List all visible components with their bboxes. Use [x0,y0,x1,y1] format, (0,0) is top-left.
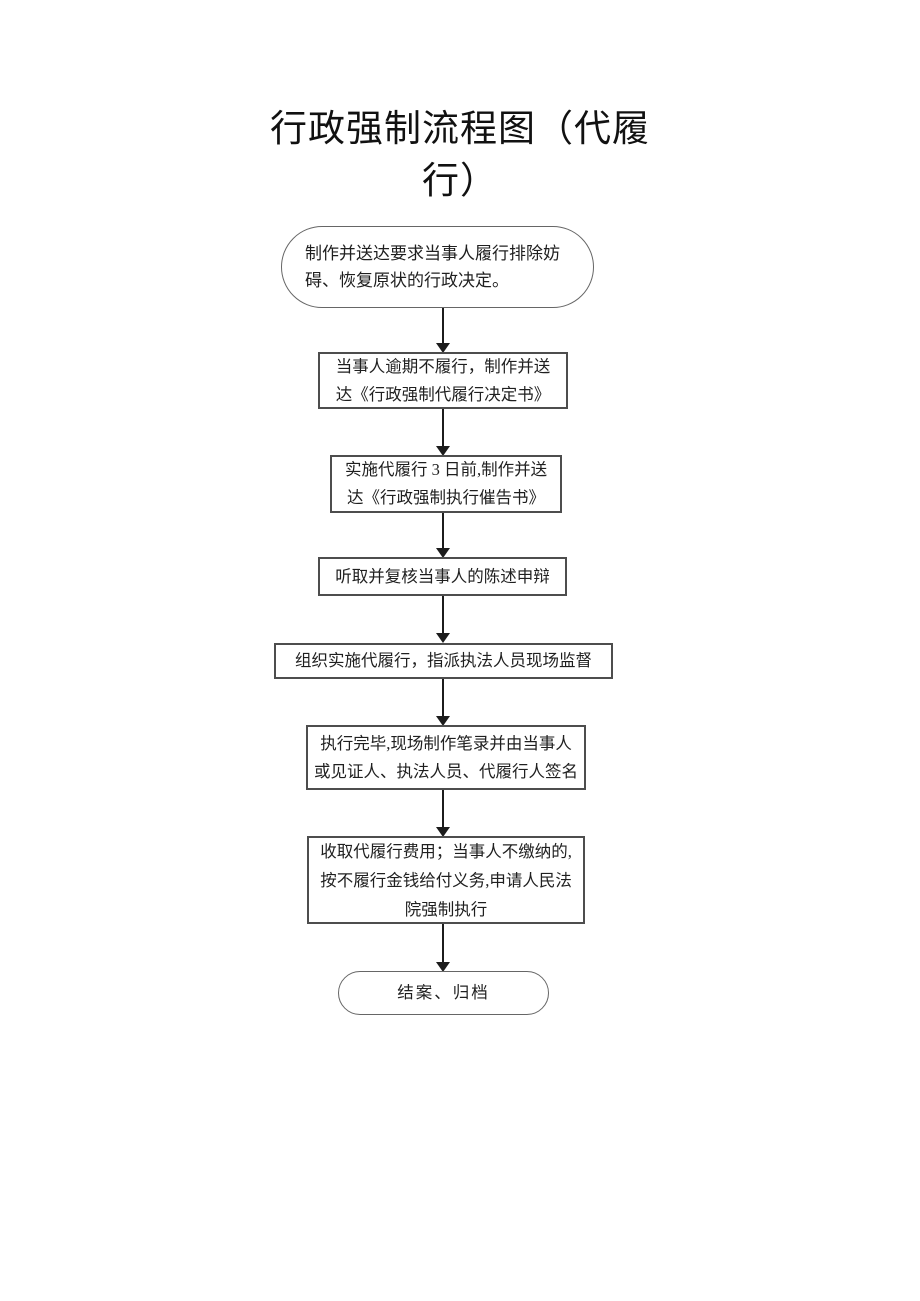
flow-node-hear-statement-label: 听取并复核当事人的陈述申辩 [335,566,550,586]
flow-node-urge-notice-label: 实施代履行 3 日前,制作并送达《行政强制执行催告书》 [344,460,548,507]
arrow-head [436,962,450,972]
arrow-head [436,343,450,353]
arrow-down-icon [435,596,451,643]
arrow-down-icon [435,679,451,726]
arrow-head [436,827,450,837]
flow-node-record-signatures: 执行完毕,现场制作笔录并由当事人或见证人、执法人员、代履行人签名 [306,725,586,790]
arrow-shaft [442,513,444,550]
flow-node-organize-implementation: 组织实施代履行，指派执法人员现场监督 [274,643,613,679]
page-title: 行政强制流程图（代履行） [270,109,650,202]
arrow-head [436,716,450,726]
arrow-shaft [442,308,444,345]
arrow-head [436,548,450,558]
arrow-shaft [442,790,444,829]
flow-node-urge-notice: 实施代履行 3 日前,制作并送达《行政强制执行催告书》 [330,455,562,513]
arrow-down-icon [435,924,451,972]
arrow-head [436,633,450,643]
arrow-down-icon [435,409,451,456]
arrow-shaft [442,924,444,964]
flow-node-organize-implementation-label: 组织实施代履行，指派执法人员现场监督 [295,651,592,670]
flow-node-collect-fees-label: 收取代履行费用；当事人不缴纳的,按不履行金钱给付义务,申请人民法院强制执行 [320,841,572,919]
arrow-shaft [442,596,444,635]
flow-node-decision-document-label: 当事人逾期不履行，制作并送达《行政强制代履行决定书》 [335,356,551,404]
flow-node-collect-fees: 收取代履行费用；当事人不缴纳的,按不履行金钱给付义务,申请人民法院强制执行 [307,836,585,924]
flow-node-start-label: 制作并送达要求当事人履行排除妨碍、恢复原状的行政决定。 [305,244,560,290]
flow-node-end-label: 结案、归档 [397,983,490,1002]
flow-node-record-signatures-label: 执行完毕,现场制作笔录并由当事人或见证人、执法人员、代履行人签名 [314,733,578,781]
flow-node-decision-document: 当事人逾期不履行，制作并送达《行政强制代履行决定书》 [318,352,568,409]
flow-node-start-terminator: 制作并送达要求当事人履行排除妨碍、恢复原状的行政决定。 [281,226,594,308]
arrow-down-icon [435,790,451,837]
arrow-shaft [442,409,444,448]
arrow-down-icon [435,308,451,353]
arrow-shaft [442,679,444,718]
flow-node-end-terminator: 结案、归档 [338,971,549,1015]
arrow-down-icon [435,513,451,558]
flow-node-hear-statement: 听取并复核当事人的陈述申辩 [318,557,567,596]
arrow-head [436,446,450,456]
